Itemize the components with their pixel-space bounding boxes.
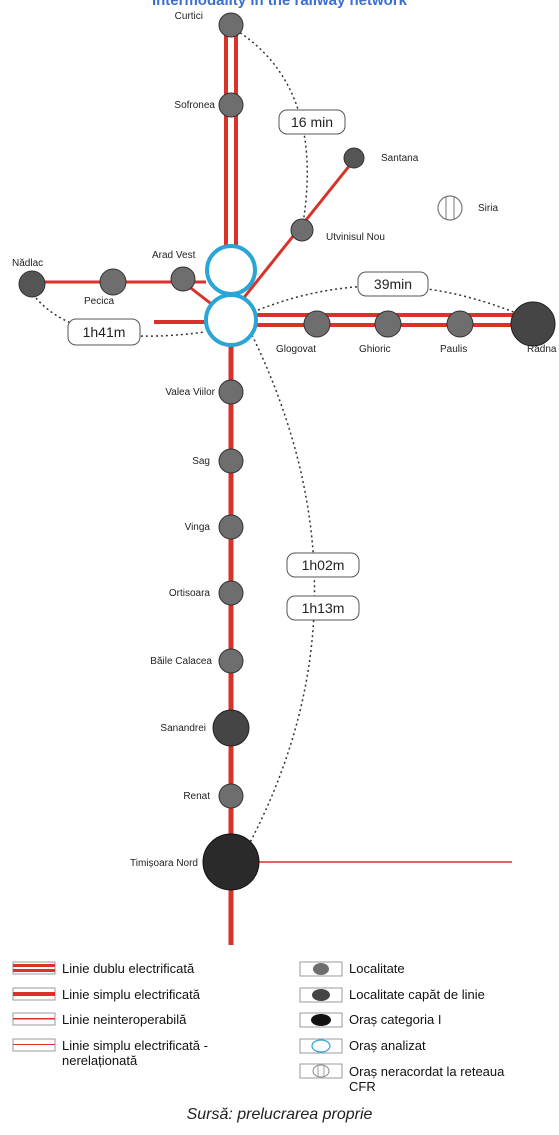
svg-text:1h13m: 1h13m [302,600,345,616]
label-ortisoara: Ortisoara [169,588,211,599]
station-sag [218,448,244,474]
arad-analyzed-circle [204,293,258,347]
label-sag: Sag [192,456,210,467]
station-sanandrei [212,709,250,747]
legend-city-cat1-symbol [299,1012,343,1028]
station-paulis [446,310,474,338]
svg-text:1h02m: 1h02m [302,557,345,573]
label-baile-calacea: Băile Calacea [150,656,212,667]
station-ghioric [374,310,402,338]
legend-unconnected-city-label-2: CFR [349,1079,376,1094]
legend-unconnected-city-label-1: Oraș neracordat la reteaua [349,1064,505,1079]
legend-single-electrified-symbol [12,987,56,1001]
legend-terminal-locality-symbol [299,987,343,1003]
line-curtici-arad [224,30,238,258]
station-baile-calacea [218,648,244,674]
label-pecica: Pecica [84,296,114,307]
legend-unconnected-city-symbol [299,1063,343,1079]
legend-non-interoperable-symbol [12,1012,56,1026]
label-paulis: Paulis [440,344,467,355]
legend-single-non-related-symbol [12,1038,56,1052]
svg-text:16 min: 16 min [291,114,333,130]
page-title: Intermodality in the railway network [151,0,408,9]
legend-analyzed-city-symbol [299,1038,343,1054]
label-arad-vest: Arad Vest [152,250,196,261]
arc-curtici [235,29,308,241]
station-arad-vest [170,266,196,292]
station-santana [343,147,365,169]
label-nadlac: Nădlac [12,258,43,269]
station-radna [510,301,556,347]
svg-text:39min: 39min [374,276,412,292]
station-renat [218,783,244,809]
label-sofronea: Sofronea [174,100,215,111]
time-box-timisoara-2: 1h13m [286,595,360,621]
station-timisoara-nord [202,833,260,891]
time-box-curtici: 16 min [278,109,346,135]
legend-city-cat1-label: Oraș categoria I [349,1012,442,1027]
label-siria: Siria [478,203,498,214]
label-curtici: Curtici [175,11,203,22]
label-vinga: Vinga [185,522,211,533]
label-renat: Renat [183,791,210,802]
station-ortisoara [218,580,244,606]
source-caption: Sursă: prelucrarea proprie [186,1106,373,1123]
legend-non-interoperable-label: Linie neinteroperabilă [62,1012,187,1027]
legend-analyzed-city-label: Oraș analizat [349,1038,426,1053]
svg-text:1h41m: 1h41m [83,324,126,340]
station-nadlac [18,270,46,298]
legend-single-non-related-label-1: Linie simplu electrificată - [62,1038,208,1053]
station-glogovat [303,310,331,338]
station-utvinisul-nou [290,218,314,242]
siria-unconnected-icon [437,195,463,221]
label-glogovat: Glogovat [276,344,316,355]
time-box-nadlac: 1h41m [67,318,141,346]
label-radna: Radna [527,344,557,355]
railway-map: Curtici Sofronea Santana Utvinisul Nou S… [12,11,557,1094]
arad-vest-analyzed-circle [205,244,257,296]
time-box-radna: 39min [357,271,429,297]
legend-terminal-locality-label: Localitate capăt de linie [349,987,485,1002]
station-curtici [218,12,244,38]
legend-double-electrified-label: Linie dublu electrificată [62,961,195,976]
legend-double-electrified-symbol [12,961,56,975]
legend-locality-label: Localitate [349,961,405,976]
legend: Linie dublu electrificată Linie simplu e… [12,961,505,1094]
legend-locality-symbol [299,961,343,977]
legend-single-electrified-label: Linie simplu electrificată [62,987,201,1002]
label-timisoara-nord: Timișoara Nord [130,858,198,869]
label-valea-viilor: Valea Viilor [165,387,215,398]
station-valea-viilor [218,379,244,405]
stations [18,12,556,891]
station-vinga [218,514,244,540]
station-pecica [99,268,127,296]
time-box-timisoara-1: 1h02m [286,552,360,578]
label-ghioric: Ghioric [359,344,391,355]
station-sofronea [218,92,244,118]
label-santana: Santana [381,153,419,164]
arc-timisoara [245,334,316,851]
label-sanandrei: Sanandrei [160,723,206,734]
legend-single-non-related-label-2: nerelaționată [62,1053,138,1068]
label-utvinisul-nou: Utvinisul Nou [326,232,385,243]
